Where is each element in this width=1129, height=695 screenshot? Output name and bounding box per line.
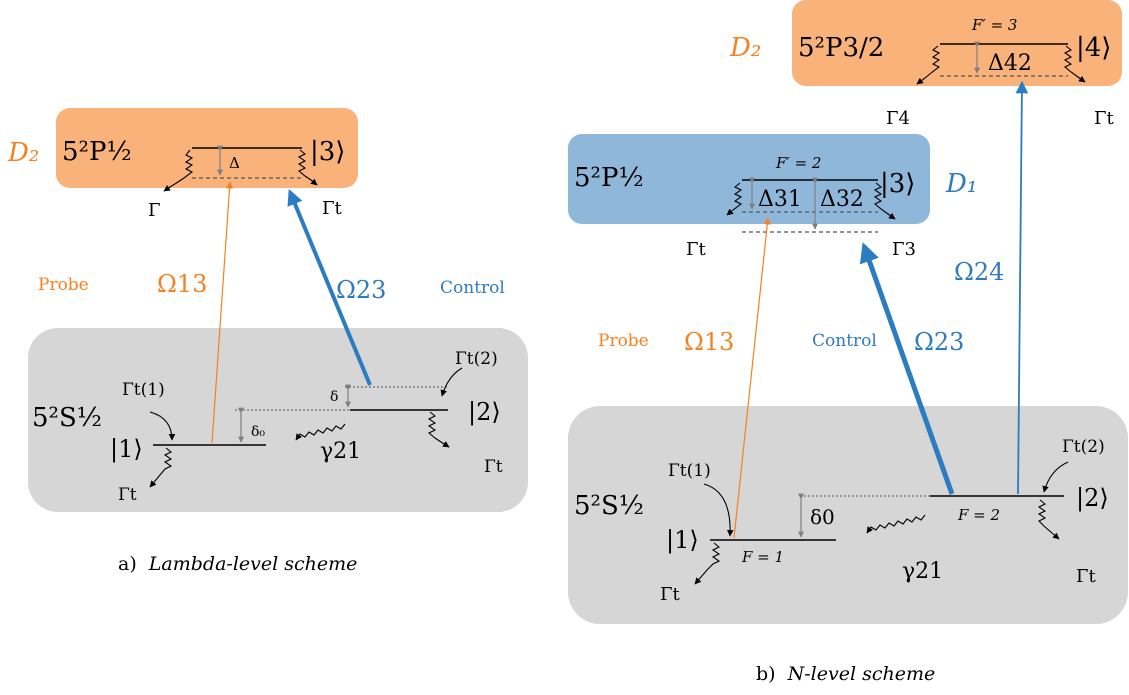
panel-b-d2-label: D₂ [729, 33, 761, 63]
panel-b-gamma-t-bottom-right-label: Γt [1076, 566, 1096, 587]
panel-b-caption-text: N-level scheme [787, 663, 936, 685]
panel-b-f2prime-label: F′ = 2 [775, 154, 821, 172]
panel-a-gamma-t-label: Γt [322, 198, 342, 219]
panel-a-gamma-label: Γ [148, 200, 161, 221]
panel-b-f1-label: F = 1 [741, 548, 784, 566]
panel-a-s-state-box [28, 328, 528, 512]
panel-b-ket2: |2⟩ [1076, 484, 1109, 513]
panel-a-decay-gamma-t [297, 149, 318, 186]
panel-b-decay-bottom-left [694, 542, 721, 585]
panel-b-decay-gamma3 [873, 182, 896, 220]
panel-b-ket1: |1⟩ [666, 526, 699, 555]
panel-a-decay-right [427, 411, 450, 448]
panel-b-d1-label: D₁ [945, 169, 977, 199]
panel-a-delta-small-label: δ [330, 389, 338, 405]
panel-a: D₂ 5²P½ |3⟩ Δ Γ Γt Probe Ω13 Ω23 Control… [7, 108, 528, 575]
panel-b-decay-gamma21 [866, 514, 926, 534]
panel-b-omega23-label: Ω23 [914, 328, 964, 356]
panel-a-p-state-label: 5²P½ [62, 137, 132, 167]
panel-b-probe-label: Probe [598, 331, 649, 351]
panel-b-gamma3-label: Γ3 [892, 239, 916, 260]
panel-b-caption: b) N-level scheme [756, 663, 935, 685]
panel-a-arrow-gamma-t2 [440, 367, 463, 397]
panel-a-probe-beam [211, 181, 234, 444]
panel-a-d2-label: D₂ [7, 138, 39, 168]
panel-a-probe-label: Probe [38, 275, 89, 295]
panel-b-delta42-label: Δ42 [988, 51, 1032, 76]
panel-b-omega13-label: Ω13 [684, 328, 734, 356]
panel-b-s-state-label: 5²S½ [574, 491, 644, 521]
panel-b-gamma-t-top-label: Γt [1094, 108, 1114, 129]
panel-b: D₂ 5²P3/2 F′ = 3 Δ42 |4⟩ Γ4 Γt 5²P½ F′ =… [568, 0, 1128, 685]
panel-b-omega24-beam [1015, 80, 1029, 495]
panel-a-control-label: Control [440, 278, 505, 298]
panel-a-ket3: |3⟩ [310, 137, 345, 167]
panel-a-control-beam [287, 189, 372, 386]
panel-a-gamma-t2-label: Γt(2) [455, 349, 498, 369]
panel-b-gamma21-label: γ21 [902, 559, 943, 584]
panel-a-omega23: Ω23 [336, 276, 386, 304]
panel-b-ket4: |4⟩ [1076, 33, 1111, 63]
panel-b-f2-label: F = 2 [957, 506, 1000, 524]
panel-b-decay-gamma-t-mid [726, 182, 743, 216]
panel-a-s-state-label: 5²S½ [32, 403, 102, 433]
panel-a-decay-bottom [149, 447, 173, 488]
panel-b-p12-label: 5²P½ [574, 163, 644, 193]
panel-b-control-beam [859, 242, 955, 495]
panel-b-p32-box [792, 0, 1122, 86]
panel-b-decay-bottom-right [1037, 499, 1060, 540]
panel-b-delta32-label: Δ32 [820, 187, 864, 212]
panel-b-arrow-gamma-t2 [1042, 461, 1069, 493]
panel-b-decay-gamma4 [916, 45, 941, 85]
panel-b-decay-gamma-t-top [1063, 45, 1086, 83]
panel-a-gamma-t1-label: Γt(1) [122, 380, 165, 400]
panel-b-delta31-label: Δ31 [758, 187, 802, 212]
panel-a-delta-label: Δ [229, 154, 240, 172]
panel-b-gamma-t2-label: Γt(2) [1062, 437, 1105, 457]
panel-a-ket1: |1⟩ [110, 435, 143, 464]
panel-b-omega24-label: Ω24 [954, 258, 1004, 286]
panel-a-caption: a) Lambda-level scheme [118, 553, 357, 575]
panel-a-arrow-gamma-t1 [149, 411, 176, 441]
panel-b-f3-label: F′ = 3 [971, 16, 1017, 34]
panel-a-omega13: Ω13 [157, 270, 207, 298]
panel-a-decay-gamma [163, 149, 194, 192]
panel-a-gamma-t-bottom-label: Γt [118, 485, 137, 505]
panel-a-caption-text: Lambda-level scheme [148, 553, 358, 575]
panel-b-delta0-label: δ0 [810, 505, 835, 529]
panel-a-gamma-t-right-label: Γt [484, 457, 503, 477]
panel-b-p32-label: 5²P3/2 [798, 33, 884, 63]
panel-b-control-label: Control [812, 331, 877, 351]
panel-a-decay-gamma21 [295, 423, 346, 441]
panel-b-s-state-box [568, 406, 1128, 624]
panel-a-gamma21-label: γ21 [320, 439, 361, 464]
panel-b-ket3: |3⟩ [880, 169, 915, 199]
panel-b-gamma-t-bottom-left-label: Γt [660, 584, 680, 605]
panel-a-delta0-label: δ₀ [251, 424, 265, 440]
panel-b-gamma-t-mid-label: Γt [686, 239, 706, 260]
panel-a-caption-prefix: a) [118, 553, 137, 575]
panel-b-gamma-t1-label: Γt(1) [668, 461, 711, 481]
panel-b-gamma4-label: Γ4 [886, 108, 910, 129]
panel-a-ket2: |2⟩ [468, 398, 501, 427]
panel-b-caption-prefix: b) [756, 663, 776, 685]
panel-b-arrow-gamma-t1 [703, 483, 734, 537]
panel-b-probe-beam [733, 217, 771, 539]
